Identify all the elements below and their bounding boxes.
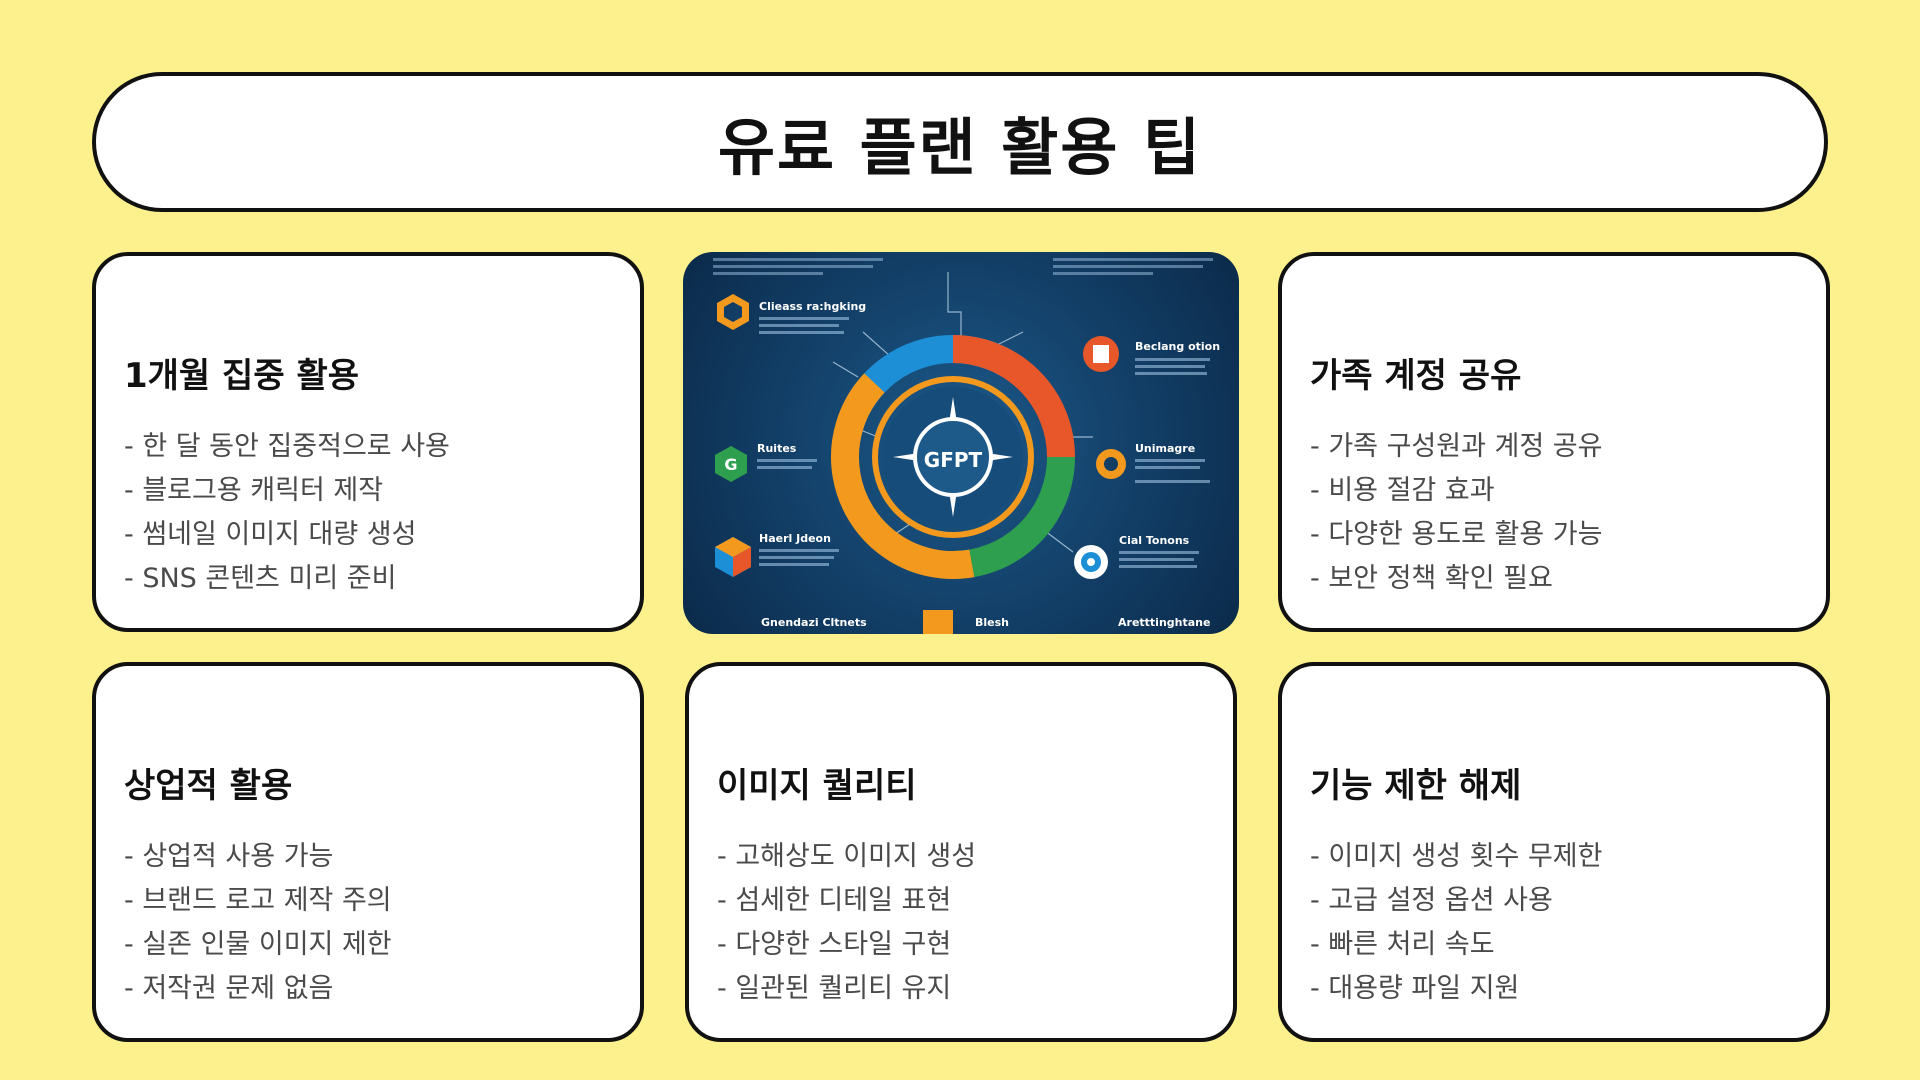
- list-item: - 고급 설정 옵션 사용: [1310, 885, 1553, 916]
- infographic-node-label: Gnendazi Cltnets: [761, 616, 867, 629]
- infographic-node-label: Blesh: [975, 616, 1009, 629]
- infographic-node-label: Clieass ra:hgking: [759, 300, 866, 313]
- card-list: - 상업적 사용 가능 - 브랜드 로고 제작 주의 - 실존 인물 이미지 제…: [124, 835, 640, 1011]
- card-title: 상업적 활용: [124, 766, 293, 806]
- card-list: - 한 달 동안 집중적으로 사용 - 블로그용 캐릭터 제작 - 썸네일 이미…: [124, 425, 640, 601]
- list-item: - 보안 정책 확인 필요: [1310, 563, 1553, 594]
- card-list: - 가족 구성원과 계정 공유 - 비용 절감 효과 - 다양한 용도로 활용 …: [1310, 425, 1826, 601]
- list-item: - 섬세한 디테일 표현: [717, 885, 952, 916]
- list-item: - 블로그용 캐릭터 제작: [124, 475, 384, 506]
- title-banner: 유료 플랜 활용 팁: [92, 72, 1828, 212]
- card-one-month-focus: 1개월 집중 활용 - 한 달 동안 집중적으로 사용 - 블로그용 캐릭터 제…: [92, 252, 644, 632]
- list-item: - 가족 구성원과 계정 공유: [1310, 431, 1603, 462]
- list-item: - 저작권 문제 없음: [124, 973, 334, 1004]
- list-item: - 브랜드 로고 제작 주의: [124, 885, 392, 916]
- list-item: - 비용 절감 효과: [1310, 475, 1495, 506]
- infographic-center-label: GFPT: [924, 448, 983, 472]
- list-item: - 한 달 동안 집중적으로 사용: [124, 431, 450, 462]
- list-item: - 대용량 파일 지원: [1310, 973, 1520, 1004]
- infographic-svg: GFPT Clieass ra:hgking G Ruites H: [713, 258, 1220, 634]
- list-item: - 다양한 용도로 활용 가능: [1310, 519, 1603, 550]
- card-image-quality: 이미지 퀄리티 - 고해상도 이미지 생성 - 섬세한 디테일 표현 - 다양한…: [685, 662, 1237, 1042]
- infographic-node-label: Unimagre: [1135, 442, 1195, 455]
- document-icon: [1083, 336, 1119, 372]
- infographic-node-label: Haerl Jdeon: [759, 532, 831, 545]
- infographic-node-label: Aretttinghtane: [1118, 616, 1210, 629]
- svg-text:G: G: [724, 455, 737, 474]
- folder-icon: [923, 610, 953, 634]
- infographic-node-label: Ruites: [757, 442, 797, 455]
- list-item: - 일관된 퀄리티 유지: [717, 973, 952, 1004]
- list-item: - 썸네일 이미지 대량 생성: [124, 519, 417, 550]
- list-item: - SNS 콘텐츠 미리 준비: [124, 563, 397, 594]
- cube-icon: [715, 537, 751, 577]
- card-title: 가족 계정 공유: [1310, 356, 1522, 396]
- list-item: - 실존 인물 이미지 제한: [124, 929, 392, 960]
- infographic-node-label: Beclang otion: [1135, 340, 1220, 353]
- card-title: 이미지 퀄리티: [717, 766, 917, 806]
- gpt-infographic-image: GFPT Clieass ra:hgking G Ruites H: [683, 252, 1239, 634]
- card-title: 기능 제한 해제: [1310, 766, 1522, 806]
- card-family-account: 가족 계정 공유 - 가족 구성원과 계정 공유 - 비용 절감 효과 - 다양…: [1278, 252, 1830, 632]
- hexagon-icon: [717, 294, 749, 330]
- gear-icon: [1074, 545, 1108, 579]
- card-feature-unlock: 기능 제한 해제 - 이미지 생성 횟수 무제한 - 고급 설정 옵션 사용 -…: [1278, 662, 1830, 1042]
- list-item: - 빠른 처리 속도: [1310, 929, 1495, 960]
- card-list: - 고해상도 이미지 생성 - 섬세한 디테일 표현 - 다양한 스타일 구현 …: [717, 835, 1233, 1011]
- list-item: - 다양한 스타일 구현: [717, 929, 952, 960]
- g-logo-icon: G: [715, 446, 747, 482]
- card-title: 1개월 집중 활용: [124, 356, 360, 396]
- infographic-node-label: Cial Tonons: [1119, 534, 1190, 547]
- list-item: - 상업적 사용 가능: [124, 841, 334, 872]
- page-title: 유료 플랜 활용 팁: [717, 111, 1203, 184]
- list-item: - 이미지 생성 횟수 무제한: [1310, 841, 1603, 872]
- shield-icon: [1096, 449, 1126, 479]
- list-item: - 고해상도 이미지 생성: [717, 841, 977, 872]
- card-commercial-use: 상업적 활용 - 상업적 사용 가능 - 브랜드 로고 제작 주의 - 실존 인…: [92, 662, 644, 1042]
- card-list: - 이미지 생성 횟수 무제한 - 고급 설정 옵션 사용 - 빠른 처리 속도…: [1310, 835, 1826, 1011]
